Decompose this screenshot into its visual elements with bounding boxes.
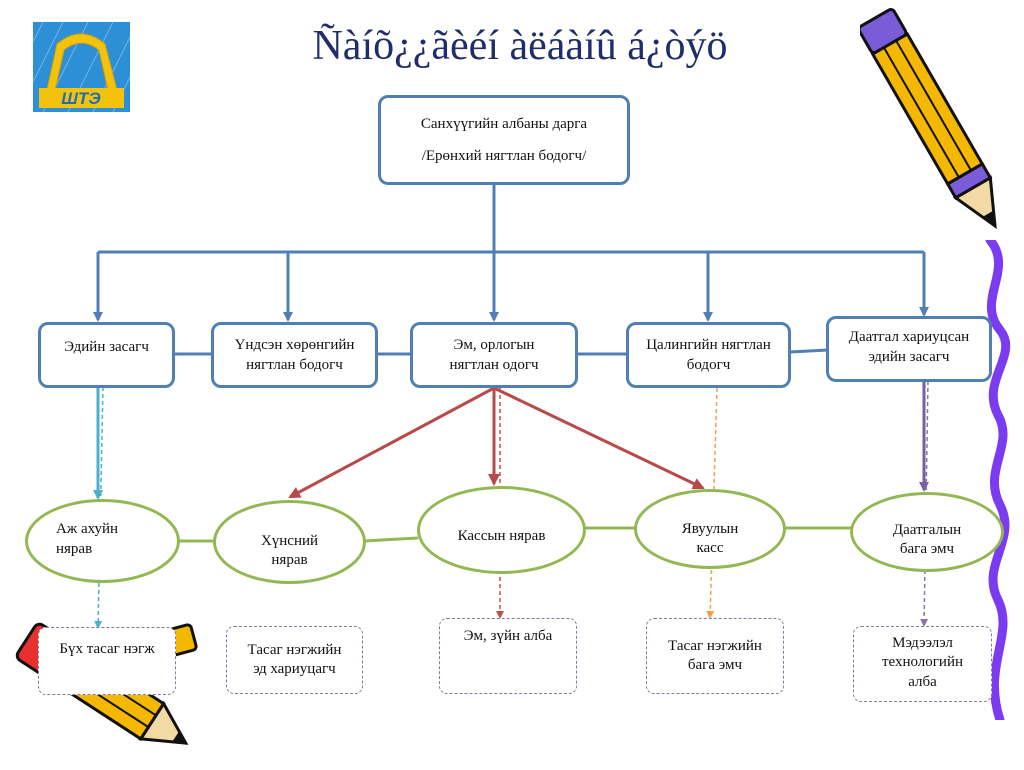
all-wards-box: Бүх тасаг нэгж <box>38 627 176 695</box>
ward-nurse-line1: Тасаг нэгжийн <box>668 637 762 654</box>
squiggle-decoration-icon <box>985 240 1011 720</box>
salary-accountant-line1: Цалингийн нягтлан <box>646 337 771 353</box>
medicine-accountant-line2: нягтлан одогч <box>449 357 539 374</box>
chief-accountant-box: Санхүүгийн албаны дарга /Ерөнхий нягтлан… <box>378 95 630 185</box>
pharmacy-label: Эм, зүйн алба <box>463 628 553 644</box>
cashier-clerk-label: Кассын нярав <box>457 528 546 545</box>
insurance-nurse-ellipse: Даатгалын бага эмч <box>850 492 1004 572</box>
fixed-asset-accountant-line2: нягтлан бодогч <box>246 357 343 374</box>
it-office-line3: алба <box>908 673 937 690</box>
mobile-cashier-line2: касс <box>696 540 724 556</box>
company-logo: ШТЭ <box>33 22 130 112</box>
food-clerk-line2: нярав <box>271 552 308 568</box>
insurance-nurse-line2: бага эмч <box>899 541 955 557</box>
ward-manager-box: Тасаг нэгжийн эд хариуцагч <box>226 626 363 694</box>
top-box-line1: Санхүүгийн албаны дарга <box>420 115 588 132</box>
medicine-accountant-box: Эм, орлогын нягтлан одогч <box>410 322 578 388</box>
food-clerk-line1: Хүнсний <box>260 532 319 549</box>
ward-manager-line1: Тасаг нэгжийн <box>247 641 342 658</box>
fixed-asset-accountant-line1: Үндсэн хөрөнгийн <box>234 337 355 353</box>
economist-box: Эдийн засагч <box>38 322 175 388</box>
it-office-line2: технологийн <box>881 654 964 671</box>
ward-nurse-box: Тасаг нэгжийн бага эмч <box>646 618 784 694</box>
insurance-nurse-line1: Даатгалын <box>892 521 962 538</box>
food-clerk-ellipse: Хүнсний нярав <box>213 500 366 584</box>
cashier-clerk-ellipse: Кассын нярав <box>417 486 586 574</box>
pencil-icon <box>860 8 997 230</box>
it-office-line1: Мэдээлэл <box>892 634 953 651</box>
all-wards-label: Бүх тасаг нэгж <box>59 641 155 657</box>
mobile-cashier-line1: Явуулын <box>681 520 739 537</box>
supply-clerk-line2: нярав <box>56 540 93 557</box>
pharmacy-box: Эм, зүйн алба <box>439 618 577 694</box>
economist-label: Эдийн засагч <box>64 339 149 355</box>
medicine-accountant-line1: Эм, орлогын <box>453 337 535 353</box>
salary-accountant-box: Цалингийн нягтлан бодогч <box>626 322 791 388</box>
insurance-economist-line1: Даатгал хариуцсан <box>848 329 970 345</box>
ward-manager-line2: эд хариуцагч <box>253 661 336 677</box>
logo-text: ШТЭ <box>61 89 100 108</box>
mobile-cashier-ellipse: Явуулын касс <box>634 489 786 569</box>
fixed-asset-accountant-box: Үндсэн хөрөнгийн нягтлан бодогч <box>211 322 378 388</box>
ward-nurse-line2: бага эмч <box>687 657 743 673</box>
insurance-economist-box: Даатгал хариуцсан эдийн засагч <box>826 316 992 382</box>
insurance-economist-line2: эдийн засагч <box>868 349 950 366</box>
it-office-box: Мэдээлэл технологийн алба <box>853 626 992 702</box>
salary-accountant-line2: бодогч <box>686 357 731 374</box>
supply-clerk-ellipse: Аж ахуйн нярав <box>25 499 180 583</box>
top-box-line2: /Ерөнхий нягтлан бодогч/ <box>421 147 587 164</box>
supply-clerk-line1: Аж ахуйн <box>56 521 119 537</box>
page-title: Ñàíõ¿¿ãèéí àëáàíû á¿òýö <box>312 23 728 69</box>
